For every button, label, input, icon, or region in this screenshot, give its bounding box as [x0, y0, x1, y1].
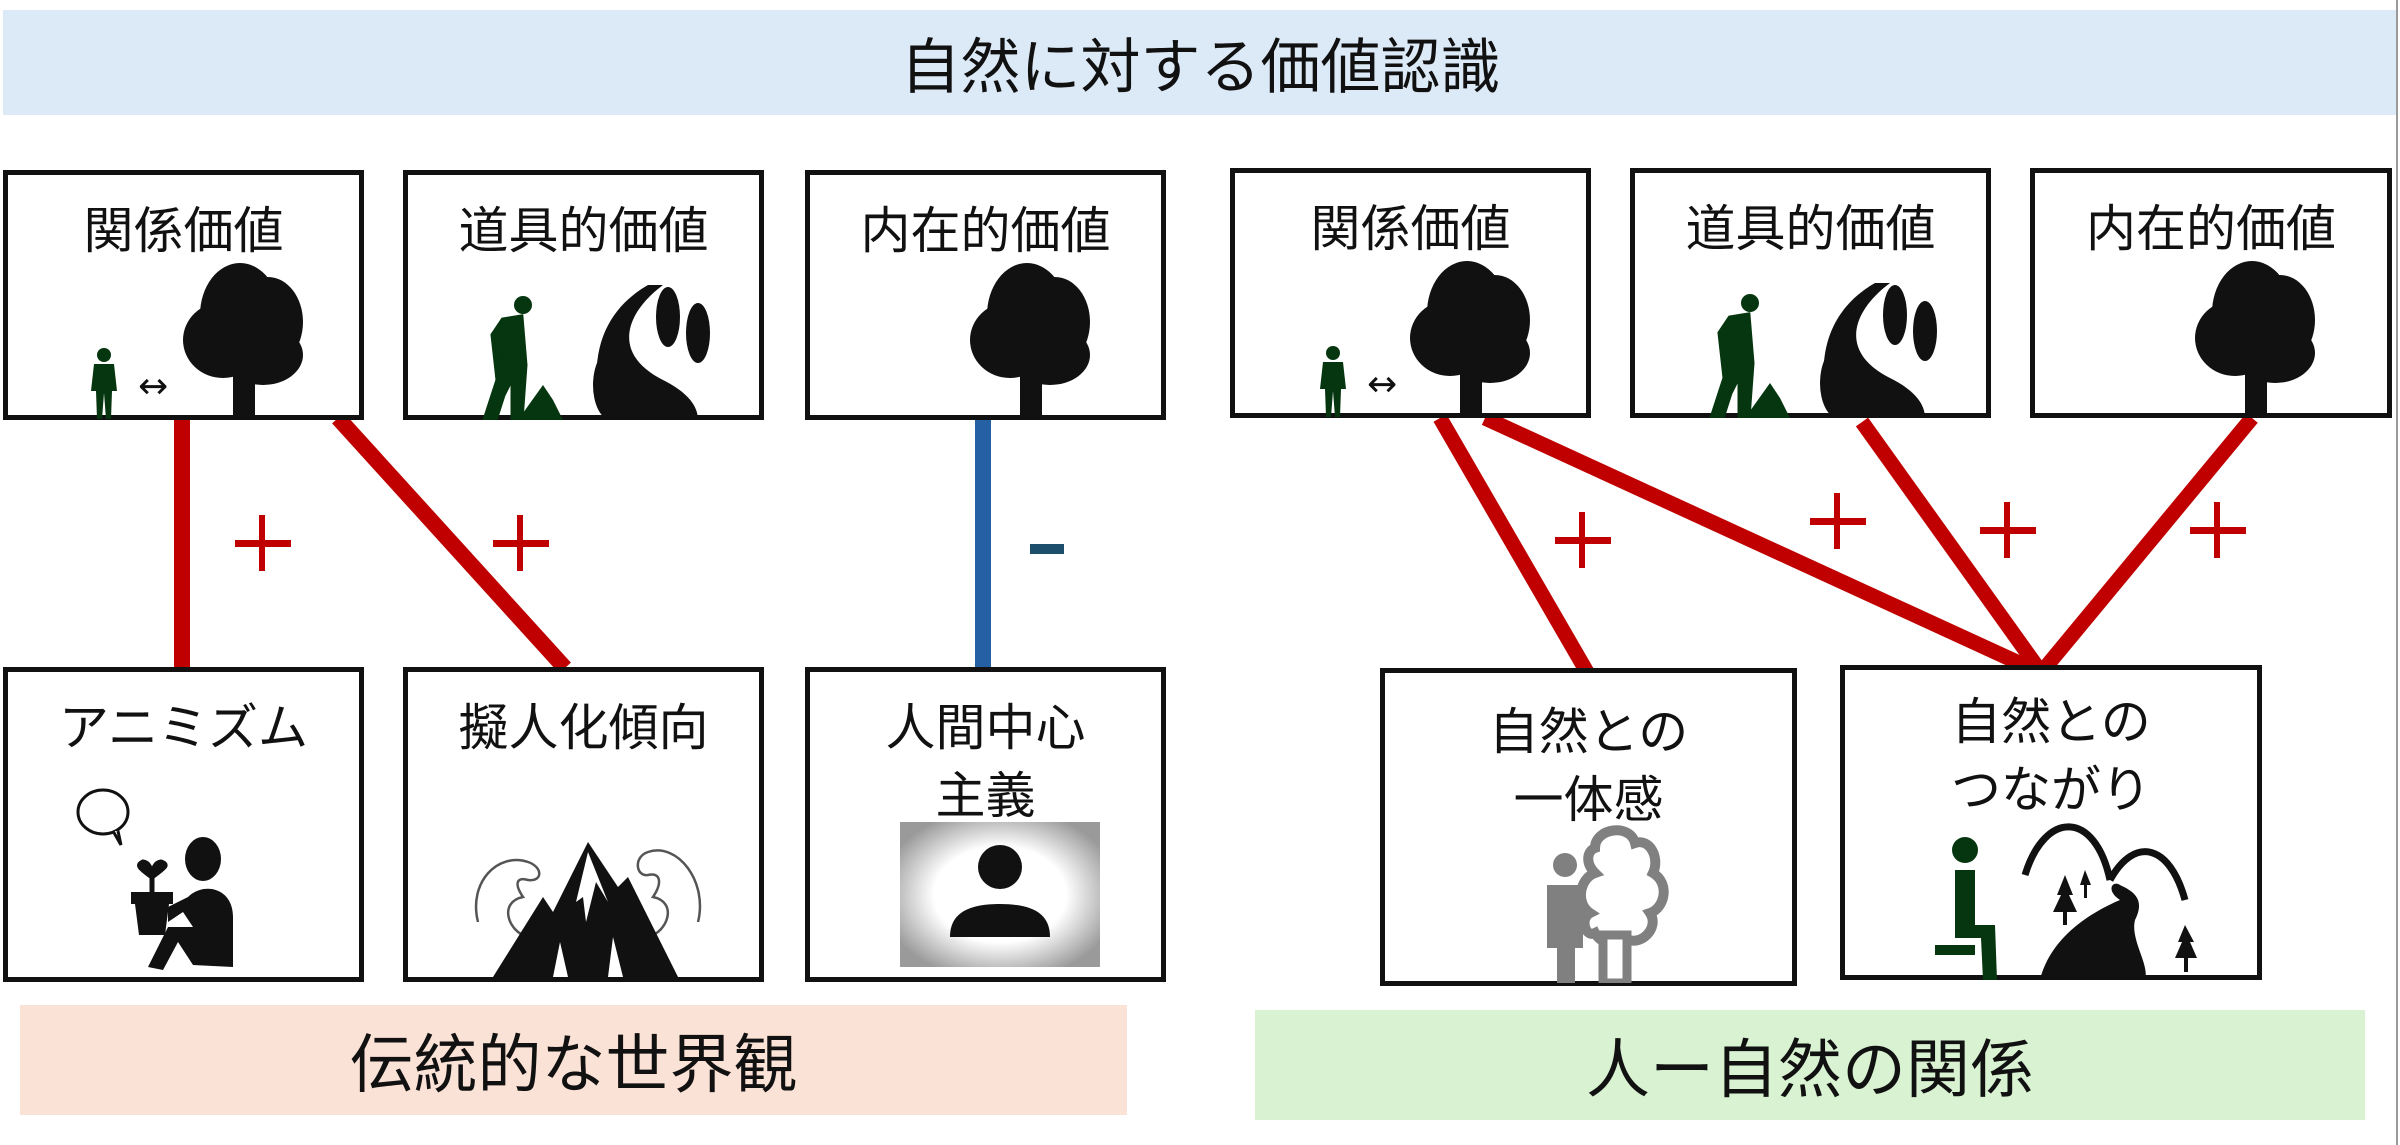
- outcome-box-anthropomorphism: 擬人化傾向: [403, 667, 764, 982]
- person-merged-tree-icon: [1547, 825, 1669, 983]
- banner-label: 人ー自然の関係: [1586, 1034, 2034, 1108]
- outcome-box-connectedness-to-nature: 自然との つながり: [1840, 665, 2262, 980]
- worker-river-landscape-icon: [482, 285, 710, 420]
- outcome-box-animism: アニミズム: [3, 667, 364, 982]
- person-spotlight-icon: [900, 822, 1100, 967]
- outcome-label: 自然との 一体感: [1488, 703, 1689, 829]
- banner-traditional-worldview: 伝統的な世界観: [20, 1005, 1127, 1115]
- value-label: 内在的価値: [860, 202, 1111, 260]
- value-box-relational: 関係価値 ↔: [3, 170, 364, 420]
- link-L-rel-L-anth: [332, 412, 571, 674]
- diagram-title: 自然に対する価値認識: [900, 33, 1501, 103]
- muscular-mountain-icon: [474, 842, 702, 977]
- outcome-box-oneness-with-nature: 自然との 一体感: [1380, 668, 1797, 986]
- plus-sign: [1555, 512, 1611, 568]
- value-label: 内在的価値: [2086, 200, 2336, 258]
- value-box-instrumental: 道具的価値: [403, 170, 764, 420]
- right-edge-divider: [2396, 0, 2398, 1145]
- worker-river-landscape-icon: [1709, 283, 1937, 418]
- value-label: 関係価値: [1310, 200, 1511, 258]
- bidirectional-arrow-icon: ↔: [138, 366, 169, 407]
- bidirectional-arrow-icon: ↔: [1367, 364, 1398, 405]
- minus-sign: [1030, 544, 1064, 554]
- diagram-title-banner: 自然に対する価値認識: [3, 10, 2398, 115]
- person-talking-to-plant-icon: [76, 788, 233, 970]
- value-box-instrumental: 道具的価値: [1630, 168, 1991, 418]
- value-box-intrinsic: 内在的価値: [2030, 168, 2392, 418]
- plus-sign: [1810, 493, 1866, 549]
- link-R-intr-R-conn: [2039, 413, 2258, 673]
- link-R-rel-R-one: [1433, 414, 1594, 676]
- value-label: 関係価値: [83, 202, 284, 260]
- value-box-intrinsic: 内在的価値: [805, 170, 1166, 420]
- outcome-label: 自然との つながり: [1951, 693, 2151, 819]
- value-label: 道具的価値: [1685, 200, 1936, 258]
- value-box-relational: 関係価値 ↔: [1230, 168, 1591, 418]
- outcome-label: 擬人化傾向: [458, 699, 709, 757]
- plus-sign: [2190, 502, 2246, 558]
- banner-human-nature-relationship: 人ー自然の関係: [1255, 1010, 2365, 1120]
- value-label: 道具的価値: [458, 202, 709, 260]
- outcome-box-anthropocentrism: 人間中心 主義: [805, 667, 1166, 982]
- link-R-rel-R-conn: [1481, 411, 2034, 675]
- tree-icon: [2195, 261, 2315, 418]
- banner-label: 伝統的な世界観: [349, 1029, 798, 1103]
- tree-icon: [970, 263, 1090, 420]
- person-sitting-landscape-icon: [1935, 823, 2197, 980]
- tree-icon: [1410, 261, 1530, 418]
- outcome-label: 人間中心 主義: [885, 699, 1086, 825]
- link-R-inst-R-conn: [1855, 417, 2045, 673]
- person-icon: [91, 348, 117, 419]
- outcome-label: アニミズム: [59, 699, 308, 757]
- tree-icon: [183, 263, 303, 420]
- plus-sign: [493, 515, 549, 571]
- person-icon: [1320, 346, 1346, 417]
- plus-sign: [235, 515, 291, 571]
- plus-sign: [1980, 502, 2036, 558]
